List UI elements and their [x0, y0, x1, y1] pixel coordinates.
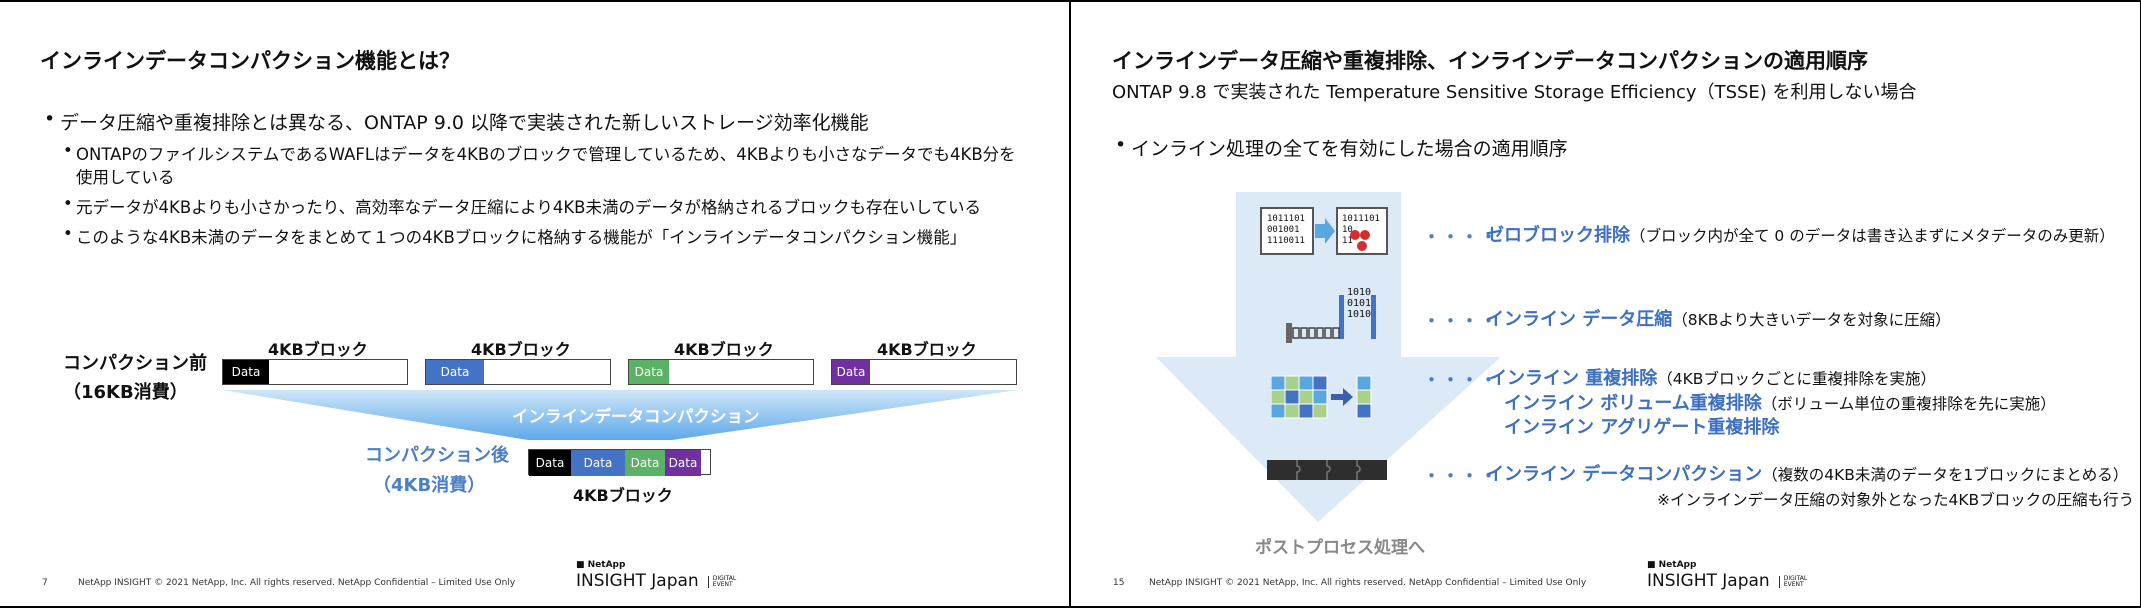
slide-right: インラインデータ圧縮や重複排除、インラインデータコンパクションの適用順序 ONT…: [1071, 2, 2140, 606]
binary-line: 1010: [1347, 287, 1372, 298]
step-aggregate-dedupe: インライン アグリゲート重複排除: [1504, 413, 1779, 439]
post-process-label: ポストプロセス処理へ: [1255, 538, 1425, 558]
dots-2: ・・・・: [1423, 312, 1499, 332]
compacted-chunk-purple: Data: [665, 450, 701, 476]
block-before-4: Data: [831, 359, 1017, 385]
block-before-2: Data: [425, 359, 611, 385]
sub-bullet-small-data: 元データが4KBよりも小さかったり、高効率なデータ圧縮により4KB未満のデータが…: [63, 194, 981, 218]
bullet-main: データ圧縮や重複排除とは異なる、ONTAP 9.0 以降で実装された新しいストレ…: [44, 108, 869, 135]
compacted-chunk-green: Data: [625, 450, 665, 476]
after-label: コンパクション後: [365, 445, 509, 466]
step-dedupe-name: インライン 重複排除: [1489, 368, 1658, 389]
sub-bullet-wafl: ONTAPのファイルシステムであるWAFLはデータを4KBのブロックで管理してい…: [63, 141, 1016, 165]
digital-tag-line1: DIGITAL: [712, 574, 737, 582]
compaction-band: [222, 390, 1018, 440]
after-usage: （4KB消費）: [373, 475, 486, 496]
compacted-chunk-blue: Data: [571, 450, 625, 476]
block-before-1: Data: [222, 359, 408, 385]
dots-3: ・・・・: [1423, 371, 1499, 391]
page-number-right: 15: [1113, 578, 1125, 588]
flow-arrow: [1156, 192, 1501, 522]
block-label-2: 4KBブロック: [471, 340, 571, 359]
step-compaction: インライン データコンパクション（複数の4KB未満のデータを1ブロックにまとめる…: [1486, 460, 2128, 486]
step-zero-block-note: （ブロック内が全て 0 のデータは書き込まずにメタデータのみ更新）: [1630, 227, 2115, 245]
before-usage: （16KB消費）: [63, 382, 188, 403]
sub-bullet-wafl-cont: 使用している: [76, 168, 175, 187]
binary-compress: 1010 0101 1010: [1347, 287, 1371, 320]
compacted-chunk-black: Data: [529, 450, 571, 476]
footer-copyright-right: NetApp INSIGHT © 2021 NetApp, Inc. All r…: [1149, 578, 1587, 588]
after-block-label: 4KBブロック: [573, 486, 673, 505]
step-volume-dedupe-note: （ボリューム単位の重複排除を先に実施）: [1761, 395, 2056, 413]
dedupe-icon: [1271, 375, 1372, 419]
before-label: コンパクション前: [63, 353, 207, 374]
step-compaction-name: インライン データコンパクション: [1486, 464, 1763, 485]
block-before-3: Data: [628, 359, 814, 385]
data-chunk-green: Data: [629, 360, 669, 384]
data-chunk-black: Data: [223, 360, 269, 384]
page-number: 7: [42, 578, 48, 588]
slide-title-right: インラインデータ圧縮や重複排除、インラインデータコンパクションの適用順序: [1112, 49, 1868, 73]
binary-line: 1110011: [1267, 236, 1305, 246]
sub-bullet-compaction: このような4KB未満のデータをまとめて１つの4KBブロックに格納する機能が「イン…: [63, 224, 966, 248]
slide-subtitle-right: ONTAP 9.8 で実装された Temperature Sensitive S…: [1112, 82, 1917, 103]
netapp-logo-right: ■ NetApp: [1647, 560, 1697, 570]
slide-left: インラインデータコンパクション機能とは？ データ圧縮や重複排除とは異なる、ONT…: [0, 2, 1069, 606]
step-aggregate-dedupe-name: インライン アグリゲート重複排除: [1504, 417, 1780, 438]
insight-logo-text-right: INSIGHT Japan: [1647, 571, 1770, 591]
footer-copyright: NetApp INSIGHT © 2021 NetApp, Inc. All r…: [78, 578, 516, 588]
band-label: インラインデータコンパクション: [512, 407, 760, 426]
insight-logo-text: INSIGHT Japan: [576, 571, 699, 591]
step-volume-dedupe: インライン ボリューム重複排除（ボリューム単位の重複排除を先に実施）: [1504, 389, 2056, 415]
step-compression-note: （8KBより大きいデータを対象に圧縮）: [1672, 311, 1951, 329]
step-compaction-note: （複数の4KB未満のデータを1ブロックにまとめる）: [1762, 466, 2129, 484]
binary-after: 1011101 10 11: [1342, 214, 1380, 247]
zero-block-icon: [1260, 207, 1388, 255]
data-chunk-blue: Data: [426, 360, 484, 384]
binary-line: 1011101: [1267, 214, 1305, 224]
dots-4: ・・・・: [1423, 467, 1499, 487]
block-after: Data Data Data Data: [528, 449, 711, 476]
digital-tag-line1: DIGITAL: [1783, 574, 1808, 582]
binary-line: 0101: [1347, 298, 1372, 309]
block-label-1: 4KBブロック: [268, 340, 368, 359]
dots-1: ・・・・: [1423, 228, 1499, 248]
binary-line: 11: [1342, 236, 1353, 246]
step-dedupe-note: （4KBブロックごとに重複排除を実施）: [1657, 370, 1936, 388]
binary-line: 10: [1342, 225, 1353, 235]
bullet-order: インライン処理の全てを有効にした場合の適用順序: [1115, 134, 1568, 161]
data-chunk-purple: Data: [832, 360, 870, 384]
binary-line: 1011101: [1342, 214, 1380, 224]
binary-line: 1010: [1347, 309, 1372, 320]
step-zero-block-name: ゼロブロック排除: [1486, 225, 1630, 246]
step-compaction-extra: ※インラインデータ圧縮の対象外となった4KBブロックの圧縮も行う: [1657, 491, 2135, 509]
slide-title: インラインデータコンパクション機能とは？: [40, 49, 460, 73]
step-compression-name: インライン データ圧縮: [1486, 309, 1673, 330]
binary-before: 1011101 001001 1110011: [1267, 214, 1305, 247]
step-compression: インライン データ圧縮（8KBより大きいデータを対象に圧縮）: [1486, 305, 1951, 331]
step-dedupe: インライン 重複排除（4KBブロックごとに重複排除を実施）: [1489, 364, 1936, 390]
digital-tag-line2: EVENT: [1783, 580, 1804, 588]
step-zero-block: ゼロブロック排除（ブロック内が全て 0 のデータは書き込まずにメタデータのみ更新…: [1486, 221, 2115, 247]
binary-line: 001001: [1267, 225, 1300, 235]
compression-icon: [1286, 295, 1376, 343]
netapp-logo: ■ NetApp: [576, 560, 626, 570]
step-volume-dedupe-name: インライン ボリューム重複排除: [1504, 393, 1762, 414]
block-label-4: 4KBブロック: [877, 340, 977, 359]
compaction-icon: [1267, 460, 1387, 480]
digital-tag-line2: EVENT: [712, 580, 733, 588]
block-label-3: 4KBブロック: [674, 340, 774, 359]
